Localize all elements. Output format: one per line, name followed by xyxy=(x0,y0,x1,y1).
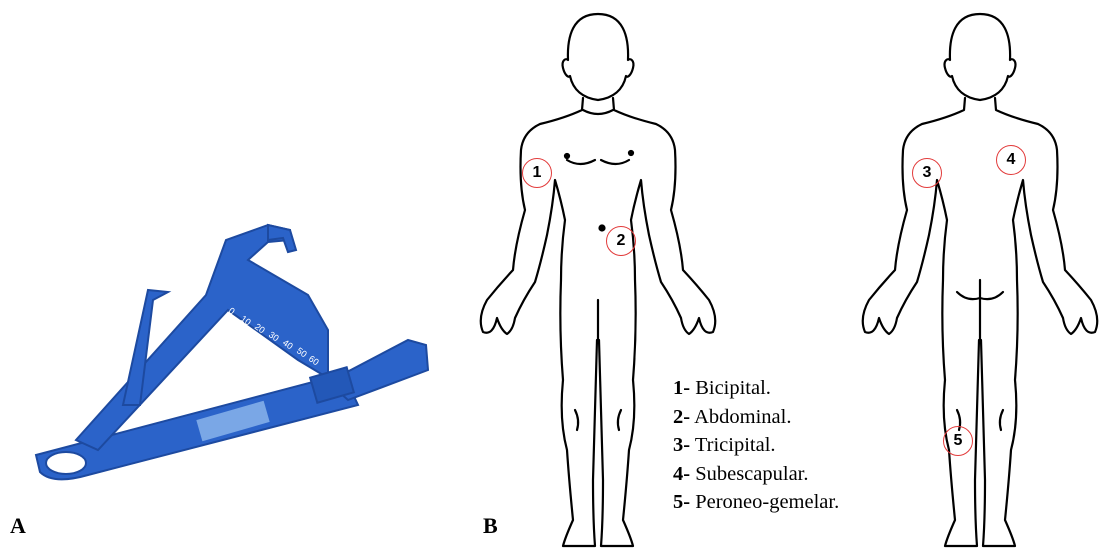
legend-text: Bicipital. xyxy=(695,377,771,399)
caliper-upper-jaw xyxy=(268,225,296,252)
legend-num: 1- xyxy=(673,377,690,399)
front-nipple-right xyxy=(629,151,633,155)
legend-num: 3- xyxy=(673,434,690,456)
legend-num: 5- xyxy=(673,491,690,513)
site-legend: 1- Bicipital. 2- Abdominal. 3- Tricipita… xyxy=(673,374,839,517)
site-marker-3: 3 xyxy=(912,158,942,188)
back-head xyxy=(945,14,1016,100)
legend-item-tricipital: 3- Tricipital. xyxy=(673,431,839,460)
front-chest-line xyxy=(567,160,629,164)
front-neck-line xyxy=(583,110,613,114)
panel-label-a: A xyxy=(10,513,26,539)
legend-text: Tricipital. xyxy=(695,434,776,456)
site-marker-5: 5 xyxy=(943,426,973,456)
legend-num: 4- xyxy=(673,463,690,485)
site-marker-1: 1 xyxy=(522,158,552,188)
legend-item-peroneo-gemelar: 5- Peroneo-gemelar. xyxy=(673,488,839,517)
panel-label-b: B xyxy=(483,513,498,539)
legend-num: 2- xyxy=(673,406,690,428)
legend-text: Peroneo-gemelar. xyxy=(695,491,839,513)
site-marker-2: 2 xyxy=(606,226,636,256)
skinfold-caliper-image: 0 10 20 30 40 50 60 xyxy=(28,200,458,500)
legend-text: Abdominal. xyxy=(694,406,791,428)
back-body-figure xyxy=(863,14,1098,546)
front-nipple-left xyxy=(565,154,569,158)
legend-item-subescapular: 4- Subescapular. xyxy=(673,460,839,489)
legend-text: Subescapular. xyxy=(695,463,808,485)
legend-item-abdominal: 2- Abdominal. xyxy=(673,403,839,432)
front-knees xyxy=(575,410,621,430)
caliper-ring-hole xyxy=(46,452,86,474)
front-head xyxy=(563,14,634,100)
legend-item-bicipital: 1- Bicipital. xyxy=(673,374,839,403)
site-marker-4: 4 xyxy=(996,145,1026,175)
front-navel xyxy=(600,226,605,231)
